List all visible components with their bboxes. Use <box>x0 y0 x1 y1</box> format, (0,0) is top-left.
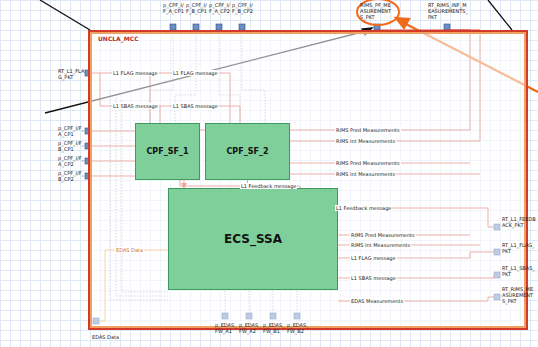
node-title: CPF_SF_2 <box>225 147 271 156</box>
port-name: p_EDAS_FW_A2 <box>239 322 262 334</box>
port-name: p_EDAS_FW_B2 <box>287 322 310 334</box>
signal-name: L1 SBAS message <box>350 275 397 281</box>
port-name: p_CPF_I/F_B_CP2 <box>58 170 85 182</box>
component-box: ECS_SSA <box>168 188 338 290</box>
signal-name: L1 FLAG message <box>172 70 219 76</box>
port-name: RT_L1_FLAG_PKT <box>58 68 85 80</box>
port-name: RT_L1_SBAS_PKT <box>502 265 536 277</box>
highlight-circle <box>357 0 399 25</box>
signal-name: L1 Feedback message <box>240 183 297 189</box>
node-title: UNCLA_MCC <box>98 35 139 42</box>
port-name: p_CPF_I/F_B_CP2 <box>232 2 254 14</box>
port-name: RT_RIMS_INF_MEASUREMENTS_PKT <box>428 2 468 20</box>
signal-name: L1 Feedback message <box>335 205 392 211</box>
node-title: ECS_SSA <box>222 232 284 246</box>
signal-name: EDAS Measurements <box>350 298 404 304</box>
signal-name: RIMS Pred Measurements <box>350 232 416 238</box>
port-name: p_CPF_I/F_A_CP1 <box>163 2 185 14</box>
port-name: RT_RIMS_MEASUREMENTS_PKT <box>502 286 536 304</box>
signal-name: RIMS Pred Measurements <box>335 127 401 133</box>
signal-name: L1 SBAS message <box>172 103 219 109</box>
port-name: p_CPF_I/F_B_CP1 <box>186 2 208 14</box>
port-name: RT_L1_FLAG_PKT <box>502 242 536 254</box>
component-box: CPF_SF_1 <box>135 123 200 180</box>
port-name: p_CPF_I/F_A_CP1 <box>58 125 85 137</box>
port-name: p_EDAS_FW_A1 <box>215 322 238 334</box>
node-title: CPF_SF_1 <box>145 147 191 156</box>
signal-name: L1 FLAG message <box>112 70 159 76</box>
signal-name: RIMS Pred Measurements <box>335 160 401 166</box>
port-name: p_EDAS_FW_B1 <box>263 322 286 334</box>
port-name: RIMS_PF_MEASUREMENTS_PKT <box>360 2 394 20</box>
signal-name: RIMS Int Measurements <box>350 242 411 248</box>
signal-name: EDAS Data <box>115 247 144 253</box>
component-box: CPF_SF_2 <box>205 123 290 180</box>
port-name: RT_L1_FEEDBACK_PKT <box>502 216 536 228</box>
port-name: p_CPF_I/F_A_CP2 <box>209 2 231 14</box>
signal-name: L1 FLAG message <box>350 255 397 261</box>
signal-name: RIMS Int Measurements <box>335 171 396 177</box>
port-name: EDAS Data <box>92 334 132 340</box>
port-name: p_CPF_I/F_B_CP1 <box>58 140 85 152</box>
port-name: p_CPF_I/F_A_CP2 <box>58 155 85 167</box>
signal-name: RIMS Int Measurements <box>335 138 396 144</box>
signal-name: L1 SBAS message <box>112 103 159 109</box>
